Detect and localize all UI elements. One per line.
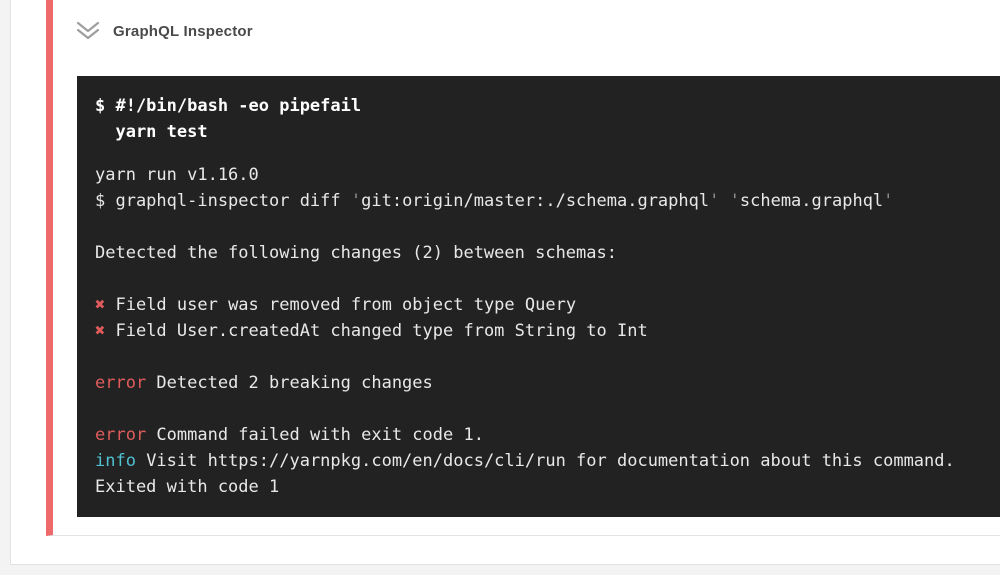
terminal-output-line bbox=[95, 214, 1000, 240]
build-steps-panel: GraphQL Inspector $ #!/bin/bash -eo pipe… bbox=[10, 0, 1000, 565]
double-chevron-down-icon[interactable] bbox=[75, 20, 101, 42]
step-card-graphql-inspector: GraphQL Inspector $ #!/bin/bash -eo pipe… bbox=[46, 0, 1000, 536]
terminal-output: $ #!/bin/bash -eo pipefail yarn test yar… bbox=[77, 76, 1000, 517]
terminal-output-block: yarn run v1.16.0 $ graphql-inspector diff… bbox=[95, 162, 1000, 500]
terminal-output-line: Exited with code 1 bbox=[95, 477, 280, 497]
terminal-output-line bbox=[95, 266, 1000, 292]
step-header-toggle[interactable]: GraphQL Inspector bbox=[53, 0, 1000, 62]
terminal-output-line: $ graphql-inspector diff 'git:origin/mas… bbox=[95, 191, 894, 211]
terminal-command-line: yarn test bbox=[95, 122, 208, 142]
terminal-output-line: info Visit https://yarnpkg.com/en/docs/c… bbox=[95, 451, 955, 471]
terminal-output-line bbox=[95, 396, 1000, 422]
terminal-output-line: ✖ Field User.createdAt changed type from… bbox=[95, 321, 648, 341]
terminal-output-line bbox=[95, 344, 1000, 370]
terminal-command-block: $ #!/bin/bash -eo pipefail yarn test bbox=[95, 93, 1000, 145]
terminal-command-line: $ #!/bin/bash -eo pipefail bbox=[95, 96, 362, 116]
step-title: GraphQL Inspector bbox=[113, 22, 253, 40]
terminal-output-line: error Detected 2 breaking changes bbox=[95, 373, 433, 393]
terminal-output-line: Detected the following changes (2) betwe… bbox=[95, 243, 617, 263]
terminal-output-line: ✖ Field user was removed from object typ… bbox=[95, 295, 577, 315]
terminal-output-line: yarn run v1.16.0 bbox=[95, 165, 259, 185]
terminal-output-line: error Command failed with exit code 1. bbox=[95, 425, 484, 445]
